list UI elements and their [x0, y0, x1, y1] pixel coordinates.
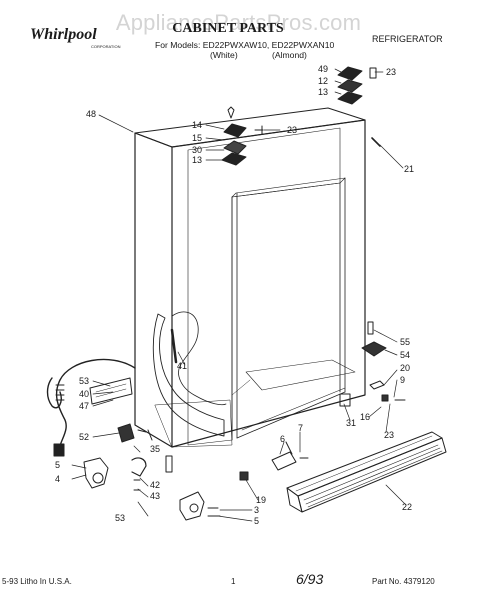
callout-13: 13	[318, 87, 328, 97]
callout-43: 43	[150, 491, 160, 501]
callout-5: 5	[254, 516, 259, 526]
right-side-parts	[339, 321, 406, 407]
callout-49: 49	[318, 64, 328, 74]
footer-part-number: Part No. 4379120	[372, 577, 435, 586]
callout-22: 22	[402, 502, 412, 512]
watermark: AppliancePartsPros.com	[115, 10, 362, 35]
side-panel-cutout	[152, 311, 227, 437]
callout-4: 4	[55, 474, 60, 484]
top-hinge-parts	[221, 66, 381, 166]
callout-42: 42	[150, 480, 160, 490]
callout-12: 12	[318, 76, 328, 86]
callout-13: 13	[192, 155, 202, 165]
cabinet-shell	[134, 107, 366, 448]
callout-3: 3	[254, 505, 259, 515]
callout-23: 23	[386, 67, 396, 77]
handwritten-date: 6/93	[296, 571, 324, 587]
whirlpool-logo: Whirlpool	[30, 26, 97, 43]
callout-35: 35	[150, 444, 160, 454]
appliance-category: REFRIGERATOR	[372, 34, 443, 44]
logo-subtext: CORPORATION	[91, 44, 121, 49]
power-cord	[46, 358, 136, 457]
footer-litho: 5-93 Litho In U.S.A.	[2, 577, 72, 586]
callout-14: 14	[192, 120, 202, 130]
callout-15: 15	[192, 133, 202, 143]
callout-9: 9	[400, 375, 405, 385]
callout-6: 6	[280, 434, 285, 444]
variant-almond: (Almond)	[272, 50, 307, 60]
callout-40: 40	[79, 389, 89, 399]
callout-48: 48	[86, 109, 96, 119]
leader-lines	[71, 68, 407, 522]
callout-53: 53	[115, 513, 125, 523]
callout-31: 31	[346, 418, 356, 428]
callout-54: 54	[400, 350, 410, 360]
callout-5: 5	[55, 460, 60, 470]
callout-53: 53	[79, 376, 89, 386]
callout-19: 19	[256, 495, 266, 505]
callout-7: 7	[298, 423, 303, 433]
callout-23: 23	[384, 430, 394, 440]
callout-23: 23	[287, 125, 297, 135]
kickplate-grille	[286, 431, 447, 513]
callout-55: 55	[400, 337, 410, 347]
callout-20: 20	[400, 363, 410, 373]
callout-21: 21	[404, 164, 414, 174]
callout-47: 47	[79, 401, 89, 411]
callout-16: 16	[360, 412, 370, 422]
callout-41: 41	[177, 361, 187, 371]
model-numbers: For Models: ED22PWXAW10, ED22PWXAN10	[155, 40, 335, 50]
compressor-area-parts	[83, 377, 309, 521]
variant-white: (White)	[210, 50, 238, 60]
callout-30: 30	[192, 145, 202, 155]
page-title: CABINET PARTS	[172, 21, 284, 36]
footer-page: 1	[231, 577, 236, 586]
callout-52: 52	[79, 432, 89, 442]
